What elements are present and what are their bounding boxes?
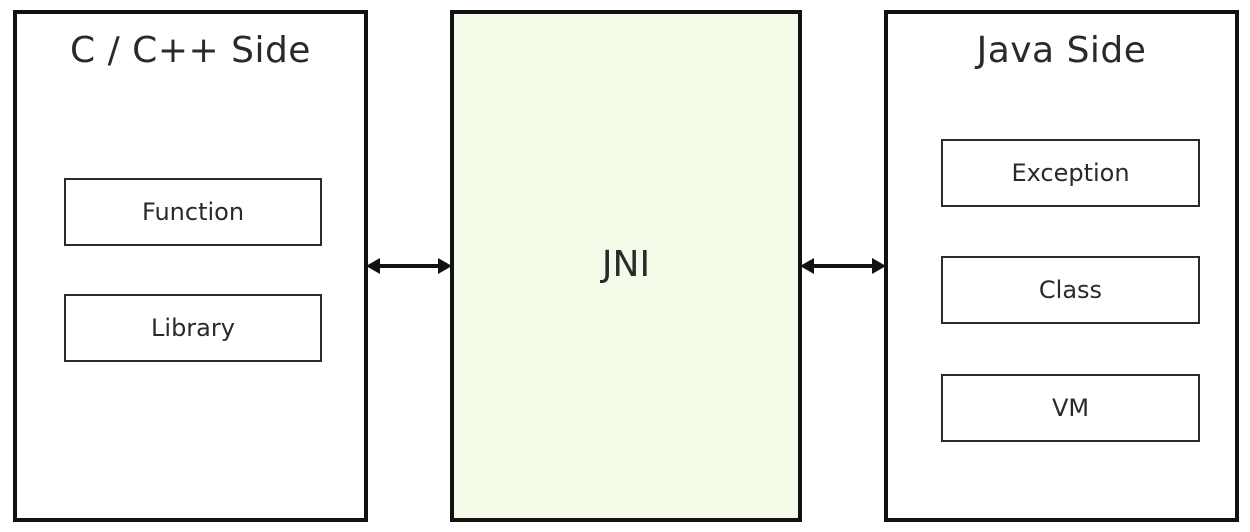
library-box: Library [64, 294, 322, 362]
function-box: Function [64, 178, 322, 246]
c-jni-bidirectional-arrow [366, 258, 452, 274]
jni-java-bidirectional-arrow [800, 258, 886, 274]
vm-box: VM [941, 374, 1200, 442]
java-side-title: Java Side [976, 30, 1147, 71]
jni-panel: JNI [450, 10, 802, 522]
c-cpp-side-title: C / C++ Side [70, 30, 311, 71]
jni-label: JNI [601, 244, 651, 285]
c-cpp-side-panel: C / C++ Side Function Library [13, 10, 368, 522]
class-box: Class [941, 256, 1200, 324]
java-side-panel: Java Side Exception Class VM [884, 10, 1239, 522]
exception-box: Exception [941, 139, 1200, 207]
